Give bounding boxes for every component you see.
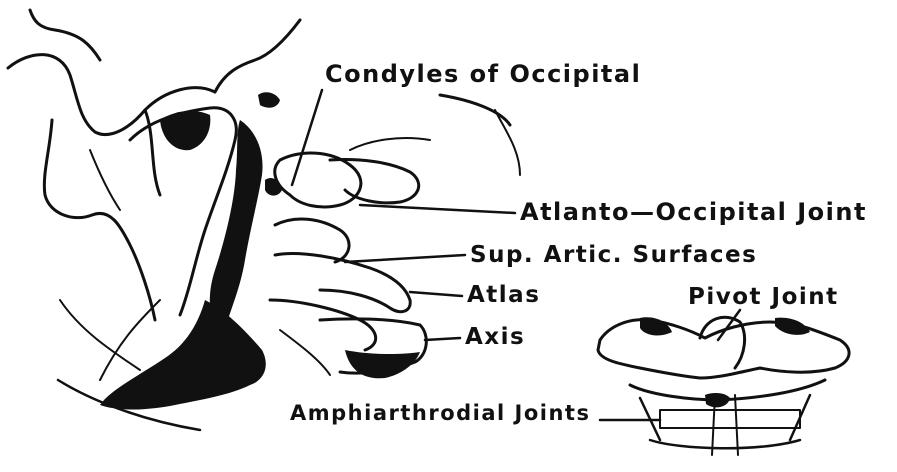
skull-shading xyxy=(100,92,420,409)
leader-axis xyxy=(425,338,460,340)
vertebrae-posterior-view xyxy=(598,317,849,455)
label-pivot-joint: Pivot Joint xyxy=(688,286,839,309)
leader-condyles xyxy=(292,90,322,185)
leader-atlanto-occipital xyxy=(360,205,515,213)
label-amphiarthrodial-joints: Amphiarthrodial Joints xyxy=(290,403,590,424)
label-atlas: Atlas xyxy=(467,284,540,307)
label-sup-artic-surfaces: Sup. Artic. Surfaces xyxy=(470,244,757,267)
label-condyles-of-occipital: Condyles of Occipital xyxy=(325,62,641,86)
leader-sup-artic xyxy=(345,255,465,262)
leader-atlas xyxy=(410,292,462,296)
label-atlanto-occipital-joint: Atlanto—Occipital Joint xyxy=(520,200,867,224)
label-axis: Axis xyxy=(465,326,525,349)
